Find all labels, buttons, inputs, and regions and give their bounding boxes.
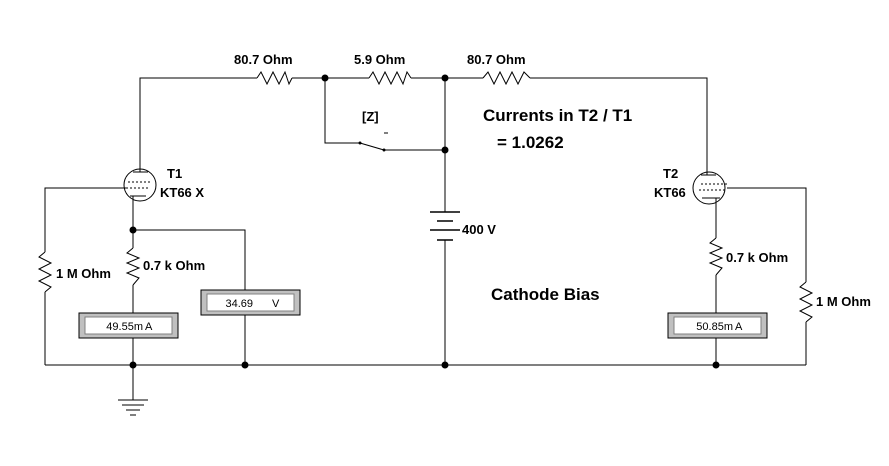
- ammeter-right-unit: A: [735, 321, 743, 333]
- voltmeter: 34.69 V: [200, 289, 301, 316]
- label-switch-key: [Z]: [362, 109, 379, 124]
- resistor-top-left: [256, 70, 293, 86]
- tube-t1: [123, 160, 157, 205]
- cathode-bias-label: Cathode Bias: [491, 285, 600, 304]
- label-battery: 400 V: [462, 222, 496, 237]
- currents-value: = 1.0262: [497, 133, 564, 152]
- label-resistor-top-right: 80.7 Ohm: [467, 52, 526, 67]
- resistor-top-mid: [368, 70, 412, 86]
- resistor-grid-right: [798, 281, 814, 323]
- label-resistor-top-mid: 5.9 Ohm: [354, 52, 405, 67]
- resistor-grid-left: [37, 251, 53, 293]
- label-resistor-cathode-left: 0.7 k Ohm: [143, 258, 205, 273]
- ammeter-right: 50.85m A: [667, 312, 768, 339]
- label-resistor-grid-right: 1 M Ohm: [816, 294, 871, 309]
- label-resistor-top-left: 80.7 Ohm: [234, 52, 293, 67]
- ammeter-left-unit: A: [145, 321, 153, 333]
- currents-title: Currents in T2 / T1: [483, 106, 632, 125]
- voltmeter-unit: V: [272, 298, 280, 310]
- switch[interactable]: [358, 132, 389, 152]
- resistor-cathode-right: [708, 237, 724, 276]
- label-resistor-grid-left: 1 M Ohm: [56, 266, 111, 281]
- label-t2-model: KT66: [654, 185, 686, 200]
- junction-dots: [129, 74, 720, 369]
- label-t1-name: T1: [167, 166, 182, 181]
- ammeter-right-value: 50.85m: [696, 321, 733, 333]
- ammeter-left-value: 49.55m: [106, 321, 143, 333]
- tube-t2: [692, 170, 727, 205]
- wires: [44, 77, 807, 400]
- voltmeter-value: 34.69: [225, 298, 253, 310]
- ammeter-left: 49.55m A: [78, 312, 179, 339]
- battery-400v: [430, 211, 460, 241]
- label-t1-model: KT66 X: [160, 185, 204, 200]
- ground-symbol: [118, 399, 148, 416]
- label-resistor-cathode-right: 0.7 k Ohm: [726, 250, 788, 265]
- label-t2-name: T2: [663, 166, 678, 181]
- resistor-top-right: [482, 70, 531, 86]
- resistor-cathode-left: [125, 247, 141, 286]
